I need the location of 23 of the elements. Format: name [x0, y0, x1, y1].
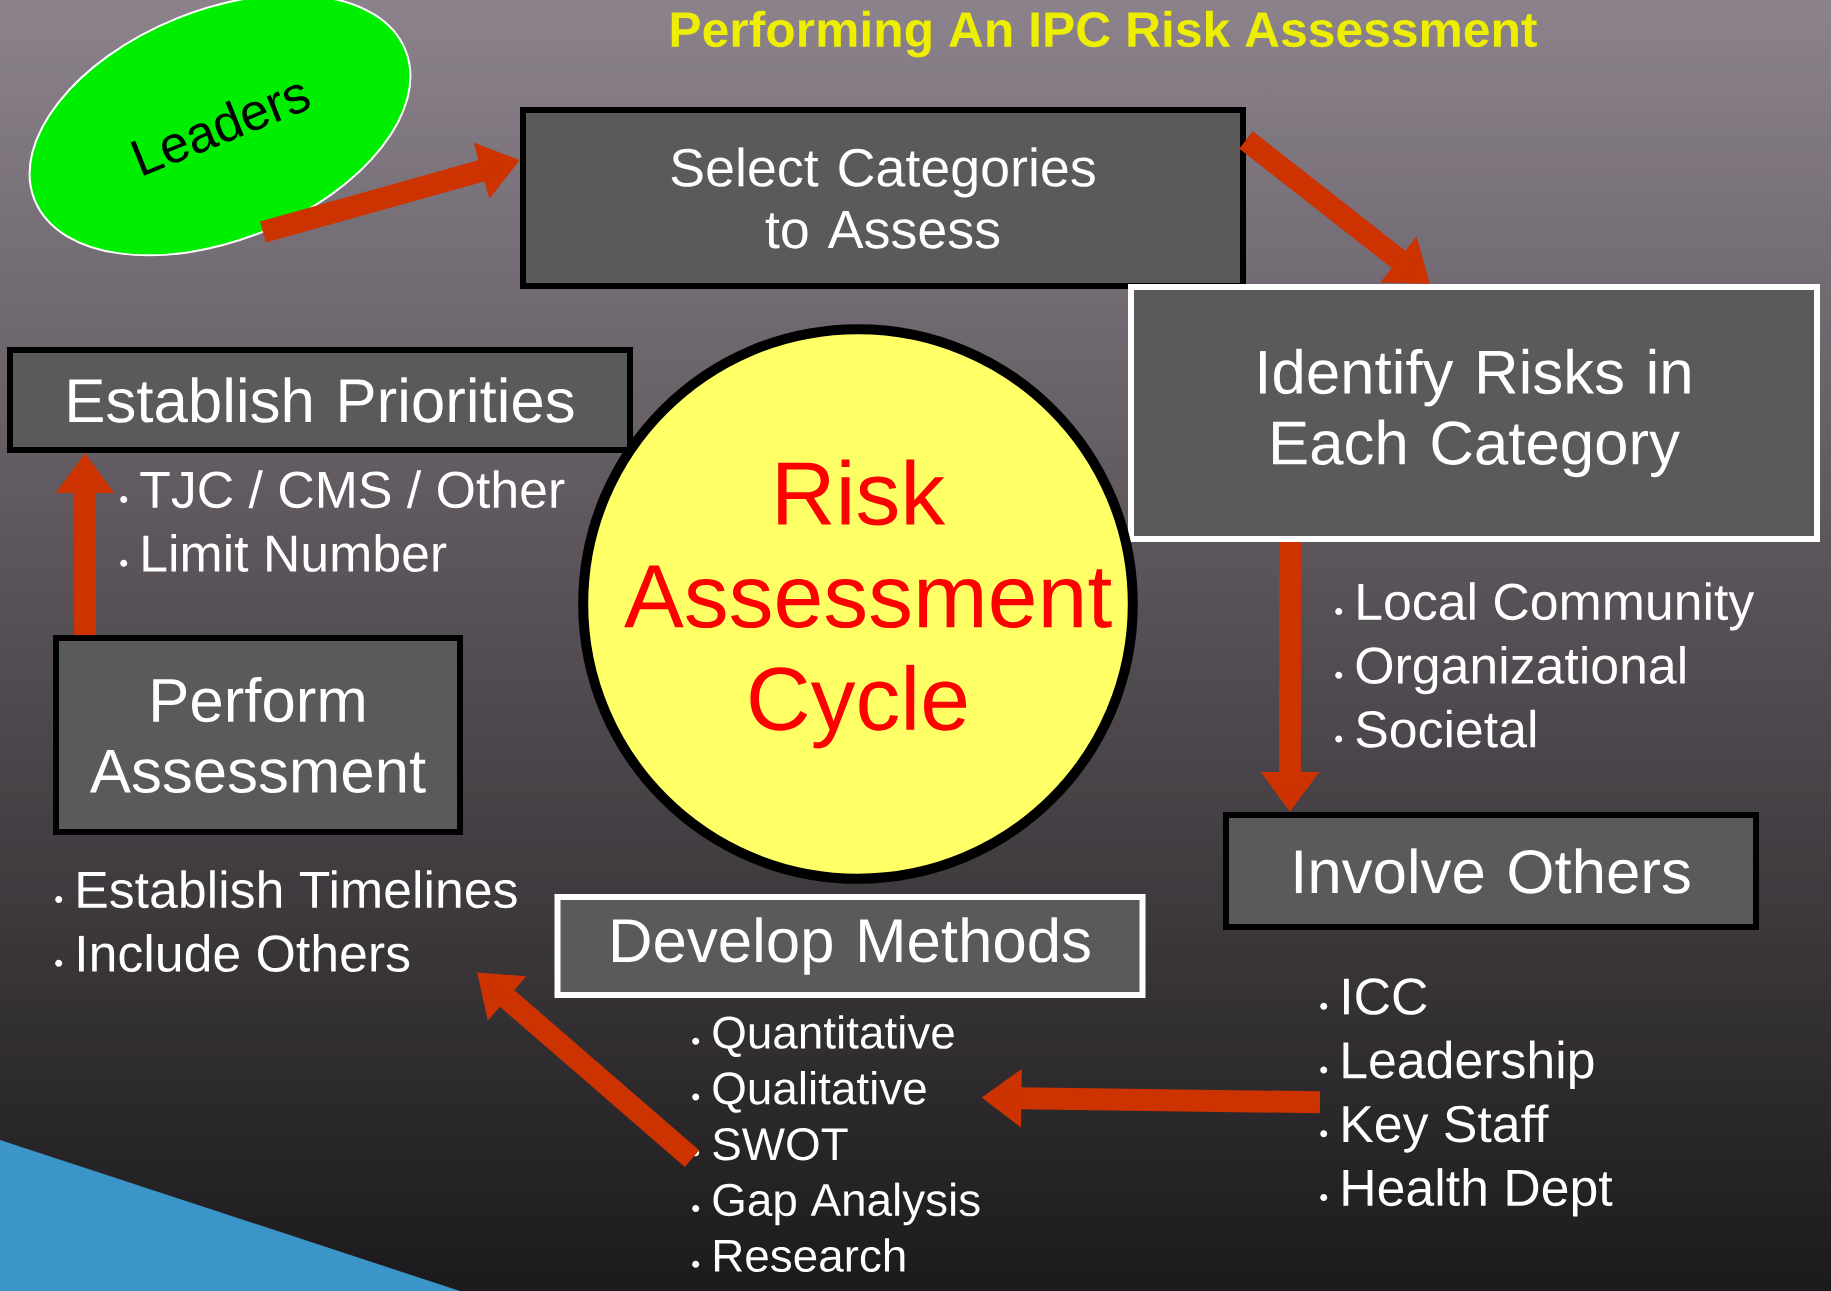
- bullet-item: Quantitative: [692, 1015, 954, 1058]
- bullet-item: Establish Timelines: [55, 870, 517, 909]
- bullet-item: Societal: [1335, 709, 1536, 748]
- step-box: Perform Assessment: [53, 635, 463, 835]
- step-box: Select Categories to Assess: [520, 107, 1246, 289]
- bullet-item: Local Community: [1335, 582, 1755, 631]
- bullet-item: Organizational: [1335, 645, 1685, 695]
- bullet-item: Key Staff: [1320, 1104, 1549, 1153]
- bullet-item: Limit Number: [120, 533, 447, 572]
- bullet-item: ICC: [1320, 978, 1427, 1015]
- bullet-item: Leadership: [1320, 1040, 1594, 1089]
- bullet-item: Health Dept: [1320, 1168, 1613, 1217]
- bullet-item: Include Others: [55, 933, 410, 972]
- bullet-item: SWOT: [692, 1128, 848, 1161]
- step-box: Identify Risks in Each Category: [1128, 284, 1820, 542]
- step-box: Involve Others: [1223, 812, 1759, 930]
- bullet-item: Qualitative: [692, 1071, 926, 1113]
- bullet-item: Research: [692, 1238, 905, 1273]
- title: Performing An IPC Risk Assessment: [671, 10, 1537, 58]
- bullet-item: Gap Analysis: [692, 1182, 980, 1226]
- step-box: Develop Methods: [554, 894, 1146, 998]
- step-box: Establish Priorities: [7, 347, 633, 453]
- bullet-item: TJC / CMS / Other: [120, 470, 565, 509]
